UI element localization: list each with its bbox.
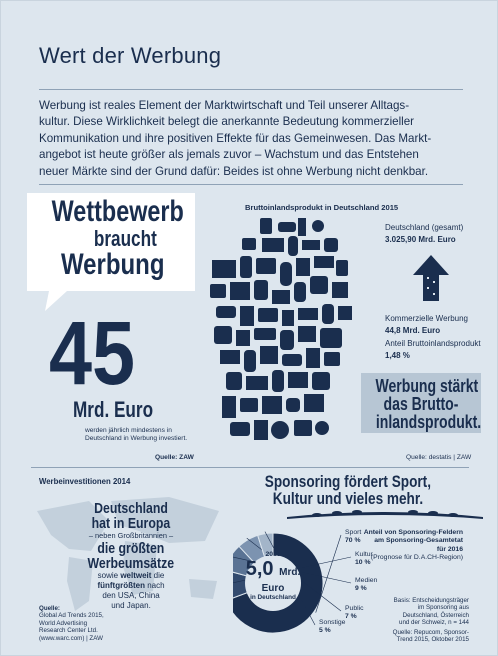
competition-caption: werden jährlich mindestens in Deutschlan… — [85, 427, 188, 443]
gdp-share-label: Anteil Bruttoinlandsprodukt — [385, 339, 481, 348]
sponsoring-donut-chart — [233, 531, 352, 634]
gdp-ad-value: 44,8 Mrd. Euro — [385, 326, 441, 335]
intro-line: angebot ist heute größer als jemals zuvo… — [39, 148, 419, 162]
laurel-icon — [287, 510, 483, 519]
donut-category: Sport — [345, 529, 362, 536]
intro-line: neuer Märkte sind der Grund dafür: Beide… — [39, 164, 429, 178]
gdp-source: Quelle: destatis | ZAW — [406, 454, 472, 461]
competition-line2: braucht — [93, 226, 157, 251]
donut-value: 7 % — [345, 613, 357, 621]
donut-category: Sonstige — [319, 619, 346, 626]
gdp-ad-label: Kommerzielle Werbung — [385, 314, 468, 323]
donut-category: Public — [345, 605, 364, 612]
intro-line: Kommunikation und ihre positiven Effekte… — [39, 131, 432, 145]
donut-category: Kultur — [355, 551, 373, 558]
invest-text: Deutschland hat in Europa – neben Großbr… — [87, 500, 175, 610]
sponsoring-basis: Basis: Entscheidungsträger im Sponsoring… — [393, 597, 469, 627]
germany-products-map-icon — [210, 218, 352, 440]
competition-source: Quelle: ZAW — [155, 454, 194, 461]
gdp-share-value: 1,48 % — [385, 351, 410, 360]
gdp-highlight-text: Werbung stärkt das Brutto- inlandsproduk… — [375, 376, 482, 432]
intro-line: kultur. Diese Wirklichkeit belegt die an… — [39, 115, 415, 129]
speech-bubble-icon — [27, 193, 195, 311]
title-divider — [39, 89, 463, 90]
growth-arrow-icon — [413, 255, 449, 301]
competition-headline: Wettbewerb braucht Werbung — [33, 197, 193, 280]
invest-title: Werbeinvestitionen 2014 — [39, 477, 131, 486]
sponsoring-share-note: (Prognose für D.A.CH-Region) — [370, 554, 463, 561]
section-divider — [31, 467, 469, 468]
donut-value: 70 % — [345, 537, 361, 545]
sponsoring-source: Quelle: Repucom, Sponsor- Trend 2015, Ok… — [392, 629, 469, 644]
competition-number: 45 — [49, 304, 136, 404]
sponsoring-headline: Sponsoring fördert Sport, Kultur und vie… — [264, 472, 432, 508]
donut-value: 10 % — [355, 559, 371, 567]
invest-source: Quelle: Global Ad Trends 2015, World Adv… — [39, 605, 104, 642]
donut-leader-line — [315, 534, 342, 613]
competition-line1: Wettbewerb — [51, 195, 184, 228]
page-title: Wert der Werbung — [39, 43, 222, 68]
world-map-icon — [37, 497, 219, 611]
gdp-total-label: Deutschland (gesamt) — [385, 223, 464, 232]
intro-divider — [39, 184, 463, 185]
intro-line: Werbung ist reales Element der Marktwirt… — [39, 99, 410, 112]
gdp-total-value: 3.025,90 Mrd. Euro — [385, 235, 456, 244]
donut-category: Medien — [355, 577, 378, 584]
sponsoring-center-label: 2015 5,0 Mrd. Euro in Deutschland — [245, 551, 301, 601]
gdp-highlight-box — [361, 373, 481, 433]
intro-text: Werbung ist reales Element der Marktwirt… — [39, 98, 464, 180]
competition-line3: Werbung — [61, 248, 165, 281]
gdp-title: Bruttoinlandsprodukt in Deutschland 2015 — [245, 203, 399, 212]
donut-value: 5 % — [319, 627, 331, 635]
donut-value: 9 % — [355, 585, 367, 593]
donut-hole — [245, 555, 301, 611]
sponsoring-share-title: Anteil von Sponsoring-Feldern am Sponsor… — [363, 529, 463, 553]
competition-unit: Mrd. Euro — [73, 397, 154, 422]
